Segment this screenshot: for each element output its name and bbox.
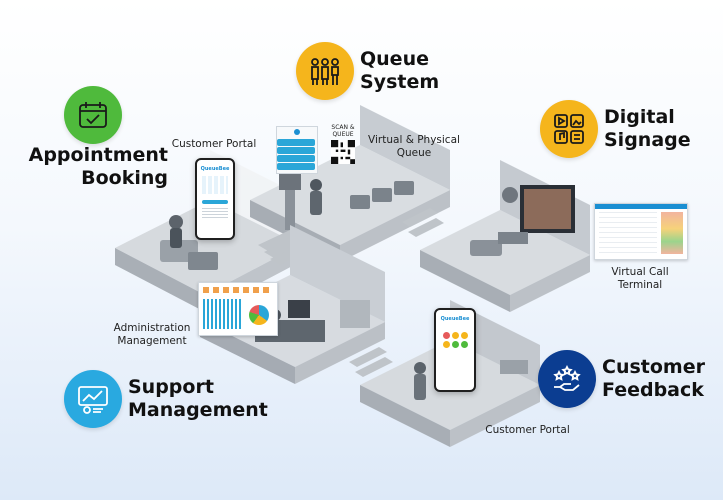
terminal-header-bar	[595, 204, 687, 209]
customer-feedback-feature: Customer Feedback	[538, 350, 705, 408]
customer-portal-top-label: Customer Portal	[171, 138, 257, 150]
feedback-emoji-row	[436, 332, 474, 348]
customer-portal-bottom-label: Customer Portal	[485, 424, 570, 436]
virtual-physical-queue-label: Virtual & Physical Queue	[368, 134, 460, 159]
phone-calendar-grid	[202, 176, 228, 194]
scan-queue-title: SCAN & QUEUE	[331, 124, 355, 138]
support-badge	[64, 370, 122, 428]
emoji-happy-icon	[460, 341, 468, 348]
scan-queue-card: SCAN & QUEUE	[328, 124, 358, 166]
queue-badge	[296, 42, 354, 100]
dashboard-pie-chart	[249, 305, 269, 325]
call-terminal-screen	[594, 203, 688, 260]
queue-system-title: Queue System	[360, 48, 440, 93]
kiosk-menu-item	[277, 163, 315, 170]
virtual-call-terminal-label: Virtual Call Terminal	[611, 266, 669, 291]
dashboard-kpi-row	[203, 287, 273, 293]
digital-signage-feature: Digital Signage	[540, 100, 691, 158]
phone-button	[202, 200, 228, 204]
kiosk-menu-item	[277, 147, 315, 154]
dashboard-bar-chart	[203, 299, 243, 329]
kiosk-menu-item	[277, 139, 315, 146]
customer-feedback-title: Customer Feedback	[602, 356, 705, 401]
emoji-happy-icon	[442, 341, 450, 348]
support-management-feature: Support Management	[64, 370, 268, 428]
emoji-happy-icon	[460, 332, 468, 339]
phone-logo: QueueBee	[200, 166, 230, 172]
media-signage-icon	[554, 114, 584, 144]
admin-dashboard-screen	[198, 282, 278, 336]
kiosk-menu-item	[277, 155, 315, 162]
qr-code-icon	[331, 140, 355, 164]
dashboard-analytics-icon	[78, 386, 108, 414]
phone-text-lines	[202, 208, 228, 218]
administration-management-label: Administration Management	[113, 322, 191, 347]
appointment-badge	[64, 86, 122, 144]
people-queue-icon	[311, 58, 339, 85]
terminal-status-column	[661, 212, 683, 254]
kiosk-menu-screen	[276, 126, 318, 174]
signage-room	[402, 160, 590, 312]
calendar-check-icon	[79, 102, 107, 128]
emoji-happy-icon	[451, 341, 459, 348]
feedback-badge	[538, 350, 596, 408]
feedback-phone-screen: QueueBee	[434, 308, 476, 392]
queue-system-feature: Queue System	[296, 42, 439, 100]
digital-badge	[540, 100, 598, 158]
emoji-sad-icon	[442, 332, 450, 339]
support-management-title: Support Management	[128, 376, 268, 421]
appointment-phone-screen: QueueBee	[195, 158, 235, 240]
kiosk-logo-dot	[294, 129, 300, 135]
terminal-table	[599, 212, 657, 254]
digital-signage-title: Digital Signage	[604, 106, 691, 151]
emoji-neutral-icon	[451, 332, 459, 339]
appointment-booking-title: Appointment Booking	[28, 144, 168, 189]
rating-stars-hand-icon	[553, 364, 581, 391]
phone-logo: QueueBee	[440, 316, 470, 322]
